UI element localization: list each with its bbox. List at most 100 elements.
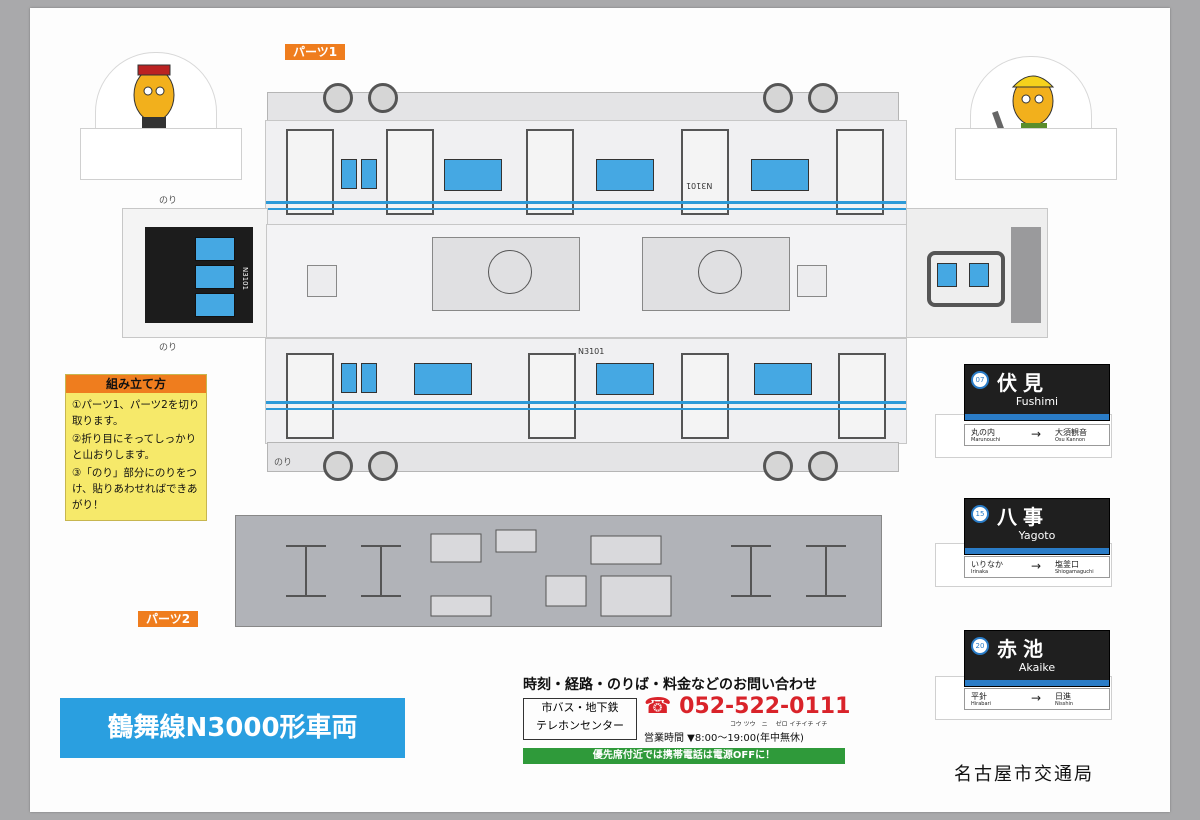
rear-door-frame [927, 251, 1005, 307]
inquiry-heading: 時刻・経路・のりば・料金などのお問い合わせ [523, 677, 817, 693]
part2-underfloor [235, 515, 882, 627]
top-stripe-2 [266, 208, 906, 210]
cab-window [195, 293, 235, 317]
phone-digits: 052-522-0111 [679, 694, 851, 719]
instruction-step-3: ③「のり」部分にのりをつけ、貼りあわせればできあがり！ [72, 467, 198, 511]
bottom-left-bogie-1 [323, 451, 353, 481]
arrow-right-icon: → [1031, 427, 1042, 441]
top-door-4 [681, 129, 729, 215]
arrow-right-icon: → [1031, 559, 1042, 573]
car-side-bottom: N3101 [265, 338, 907, 444]
top-window [341, 159, 357, 189]
bottom-door-4 [838, 353, 886, 439]
station-line-bar [965, 548, 1109, 554]
top-stripe-1 [266, 201, 906, 204]
car-front-cab: N3101 のり のり [122, 196, 268, 353]
next-station: 塩釜口 [1055, 560, 1079, 569]
top-roof-panel [267, 83, 899, 122]
car-rear-end [906, 208, 1048, 338]
next-station: 日進 [1055, 692, 1071, 701]
station-direction-1: 丸の内 Marunouchi → 大須観音 Osu Kannon [964, 424, 1110, 446]
station-line-bar [965, 680, 1109, 686]
prev-station: 丸の内 [971, 428, 995, 437]
prev-station-roman: Irinaka [971, 569, 989, 575]
top-right-bogie-2 [808, 83, 838, 113]
prev-station: 平針 [971, 692, 987, 701]
top-door-3 [526, 129, 574, 215]
next-station-roman: Osu Kannon [1055, 437, 1086, 443]
part1-label: パーツ1 [285, 44, 346, 60]
instructions-heading: 組み立て方 [66, 375, 206, 393]
top-door-1 [286, 129, 334, 215]
station-sign-akaike: 20 赤池 Akaike [964, 630, 1110, 687]
instruction-step-2: ②折り目にそってしっかりと山おりします。 [72, 433, 197, 461]
station-line-bar [965, 414, 1109, 420]
sheet-title: 鶴舞線N3000形車両 [60, 698, 405, 758]
arrow-right-icon: → [1031, 691, 1042, 705]
prev-station: いりなか [971, 560, 1003, 569]
station-number-badge: 15 [971, 505, 989, 523]
station-roman: Fushimi [1015, 395, 1059, 408]
car-roof-center [266, 224, 908, 338]
cab-number: N3101 [241, 267, 249, 291]
prev-station-roman: Hirabari [971, 701, 991, 707]
station-direction-2: いりなか Irinaka → 塩釜口 Shiogamaguchi [964, 556, 1110, 578]
center-line-1: 市バス・地下鉄 [541, 701, 619, 714]
cab-glue-bottom: のり [159, 343, 178, 353]
papercraft-sheet: パーツ1 パーツ2 [30, 8, 1170, 812]
station-roman: Akaike [1018, 661, 1056, 674]
bottom-right-bogie-1 [763, 451, 793, 481]
bottom-window [341, 363, 357, 393]
station-number-badge: 07 [971, 371, 989, 389]
station-kanji: 八事 [997, 505, 1049, 529]
bottom-left-bogie-2 [368, 451, 398, 481]
underfloor-equipment-drawing [286, 529, 846, 617]
next-station-roman: Nisshin [1055, 701, 1074, 707]
bottom-window [414, 363, 472, 395]
top-window [444, 159, 502, 191]
roof-ac-unit-1 [432, 237, 580, 311]
top-left-bogie-1 [323, 83, 353, 113]
priority-seat-notice: 優先席付近では携帯電話は電源OFFに！ [523, 748, 845, 764]
rear-window [937, 263, 957, 287]
left-mascot-base [80, 128, 242, 180]
top-car-number: N3101 [686, 181, 713, 190]
next-station-roman: Shiogamaguchi [1055, 569, 1094, 575]
instruction-step-1: ①パーツ1、パーツ2を切り取ります。 [72, 399, 200, 427]
bottom-stripe-1 [266, 401, 906, 404]
business-hours: 営業時間 ▼8:00～19:00(年中無休) [644, 733, 804, 744]
station-number-badge: 20 [971, 637, 989, 655]
fan-icon [488, 250, 532, 294]
assembly-instructions: 組み立て方 ①パーツ1、パーツ2を切り取ります。 ②折り目にそってしっかりと山お… [65, 374, 207, 521]
cab-glue-top: のり [159, 196, 178, 206]
prev-station-roman: Marunouchi [971, 437, 1001, 443]
top-door-5 [836, 129, 884, 215]
part2-label: パーツ2 [138, 611, 199, 627]
cab-window [195, 237, 235, 261]
station-sign-fushimi: 07 伏見 Fushimi [964, 364, 1110, 421]
roof-ac-unit-2 [642, 237, 790, 311]
phone-number: ☎ 052-522-0111 [644, 694, 850, 719]
bottom-underframe-panel: のり [267, 442, 899, 481]
bottom-window [361, 363, 377, 393]
next-station: 大須観音 [1055, 428, 1087, 437]
publisher-name: 名古屋市交通局 [954, 764, 1094, 785]
bottom-door-2 [528, 353, 576, 439]
cab-face: N3101 [145, 227, 253, 323]
station-sign-yagoto: 15 八事 Yagoto [964, 498, 1110, 555]
fan-icon [698, 250, 742, 294]
phone-reading: コウ ツウ ニ ゼロ イチイチ イチ [730, 721, 828, 728]
top-door-2 [386, 129, 434, 215]
bottom-stripe-2 [266, 408, 906, 410]
bottom-window [754, 363, 812, 395]
station-kanji: 赤池 [997, 637, 1049, 661]
car-side-top: N3101 [265, 120, 907, 226]
station-kanji: 伏見 [997, 371, 1049, 395]
bottom-car-number: N3101 [578, 347, 605, 356]
instructions-list: ①パーツ1、パーツ2を切り取ります。 ②折り目にそってしっかりと山おりします。 … [66, 397, 206, 513]
bottom-door-3 [681, 353, 729, 439]
right-mascot-base [955, 128, 1117, 180]
station-roman: Yagoto [1018, 529, 1056, 542]
bottom-right-bogie-2 [808, 451, 838, 481]
center-line-2: テレホンセンター [536, 719, 624, 732]
